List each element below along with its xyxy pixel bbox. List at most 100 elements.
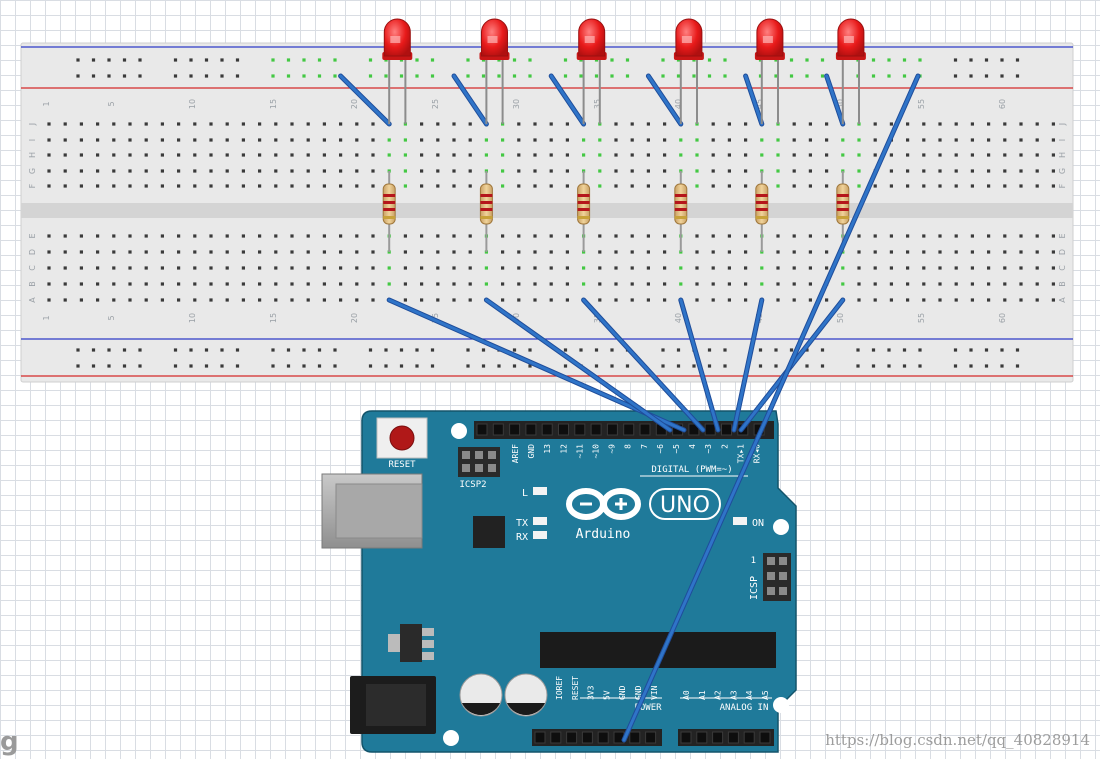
breadboard-hole (744, 122, 748, 126)
breadboard-hole (501, 234, 505, 238)
corner-label: g (0, 727, 19, 757)
breadboard-hole (322, 138, 326, 142)
breadboard-hole (128, 266, 132, 270)
breadboard-hole (322, 282, 326, 286)
breadboard-hole (403, 282, 407, 286)
breadboard-hole (209, 169, 213, 173)
ground-jumper-wire (744, 74, 764, 126)
resistors (382, 171, 850, 252)
rail-hole (271, 348, 275, 352)
breadboard-hole (290, 234, 294, 238)
breadboard-hole (177, 266, 181, 270)
breadboard-hole (954, 298, 958, 302)
breadboard-hole (241, 234, 245, 238)
breadboard-hole (96, 184, 100, 188)
breadboard-hole (938, 138, 942, 142)
breadboard-hole (549, 234, 553, 238)
row-letter: B (28, 281, 37, 287)
breadboard-hole (565, 122, 569, 126)
breadboard-hole (517, 298, 521, 302)
breadboard-hole (1003, 266, 1007, 270)
breadboard-hole (549, 169, 553, 173)
breadboard-hole (792, 169, 796, 173)
rail-hole (676, 348, 681, 352)
breadboard-hole (744, 184, 748, 188)
breadboard-hole (144, 282, 148, 286)
rail-hole (317, 74, 322, 78)
breadboard-hole (112, 250, 116, 254)
column-number: 15 (269, 313, 278, 323)
breadboard-hole (517, 266, 521, 270)
breadboard-hole (144, 153, 148, 157)
breadboard-hole (290, 153, 294, 157)
breadboard-hole (468, 266, 472, 270)
breadboard-hole (209, 138, 213, 142)
rail-hole (384, 74, 388, 78)
breadboard-hole (938, 169, 942, 173)
breadboard-hole (695, 153, 699, 157)
rail-hole (1015, 74, 1020, 78)
column-number: 10 (188, 313, 197, 323)
breadboard-hole (160, 282, 164, 286)
rail-hole (430, 348, 435, 352)
breadboard-hole (533, 153, 537, 157)
breadboard-hole (501, 169, 505, 173)
breadboard-hole (436, 184, 440, 188)
rail-hole (368, 348, 373, 352)
breadboard-hole (792, 266, 796, 270)
breadboard-hole (274, 153, 278, 157)
mounting-hole (443, 730, 459, 746)
rail-hole (625, 364, 630, 368)
breadboard-hole (663, 184, 667, 188)
row-letter: A (1058, 297, 1067, 303)
breadboard-hole (1051, 169, 1055, 173)
breadboard-hole (1035, 266, 1039, 270)
breadboard-hole (371, 184, 375, 188)
breadboard-hole (403, 169, 407, 173)
breadboard-hole (646, 138, 650, 142)
breadboard-hole (825, 234, 829, 238)
breadboard-hole (549, 138, 553, 142)
breadboard-hole (241, 169, 245, 173)
breadboard-hole (144, 169, 148, 173)
breadboard-hole (484, 153, 488, 157)
breadboard-hole (808, 138, 812, 142)
breadboard-hole (112, 184, 116, 188)
rail-hole (1015, 58, 1020, 62)
breadboard-hole (938, 184, 942, 188)
breadboard-hole (1019, 122, 1023, 126)
breadboard-center-channel (21, 203, 1073, 218)
breadboard-hole (808, 153, 812, 157)
breadboard-hole (322, 122, 326, 126)
breadboard-hole (679, 266, 683, 270)
header-socket (574, 423, 586, 436)
rail-hole (610, 348, 614, 352)
resistor-band (577, 194, 590, 197)
breadboard-hole (938, 234, 942, 238)
column-number: 60 (998, 313, 1007, 323)
ground-jumper-wire (825, 74, 845, 126)
rail-hole (173, 364, 178, 368)
pin-label: A3 (729, 690, 738, 700)
icsp2-pin (488, 451, 496, 459)
breadboard-hole (96, 298, 100, 302)
breadboard-hole (970, 234, 974, 238)
breadboard-hole (857, 169, 861, 173)
breadboard-hole (841, 138, 845, 142)
breadboard-hole (938, 153, 942, 157)
rail-hole (368, 74, 373, 78)
breadboard-hole (922, 298, 926, 302)
breadboard-hole (598, 266, 602, 270)
header-socket (721, 423, 732, 436)
breadboard-hole (403, 138, 407, 142)
column-number: 30 (512, 99, 521, 109)
breadboard-hole (922, 184, 926, 188)
breadboard-hole (112, 169, 116, 173)
led-highlight (681, 36, 692, 43)
breadboard-hole (209, 234, 213, 238)
breadboard-hole (112, 282, 116, 286)
breadboard-hole (96, 250, 100, 254)
rail-hole (1000, 348, 1004, 352)
breadboard-hole (322, 169, 326, 173)
breadboard-hole (776, 250, 780, 254)
